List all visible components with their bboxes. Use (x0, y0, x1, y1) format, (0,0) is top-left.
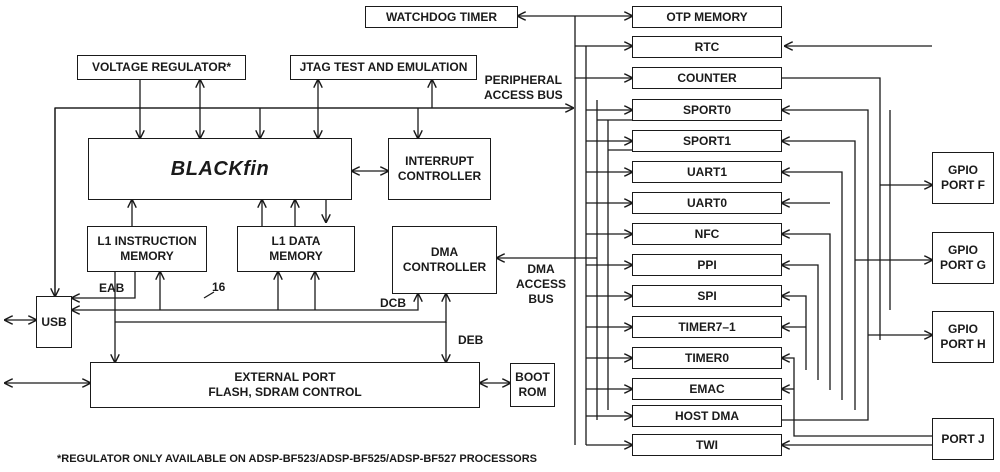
dma-controller-block: DMA CONTROLLER (392, 226, 497, 294)
peripheral-nfc: NFC (632, 223, 782, 245)
regulator-footnote: *REGULATOR ONLY AVAILABLE ON ADSP-BF523/… (57, 453, 538, 465)
rtc-block: RTC (632, 36, 782, 58)
dcb-label: DCB (380, 296, 406, 310)
peripheral-timer7-1: TIMER7–1 (632, 316, 782, 338)
blackfin-logo: BLACKfin (170, 157, 270, 180)
l1-data-memory-block: L1 DATA MEMORY (237, 226, 355, 272)
peripheral-host-dma: HOST DMA (632, 405, 782, 427)
watchdog-timer-block: WATCHDOG TIMER (365, 6, 518, 28)
peripheral-uart1: UART1 (632, 161, 782, 183)
port-j: PORT J (932, 418, 994, 460)
peripheral-access-bus-label: PERIPHERAL ACCESS BUS (484, 73, 563, 102)
eab-bus (72, 294, 418, 310)
eab-label: EAB (99, 281, 125, 295)
gpio-port-f: GPIO PORT F (932, 152, 994, 204)
peripheral-spi: SPI (632, 285, 782, 307)
blackfin-core-block: BLACKfin (88, 138, 352, 200)
otp-memory-block: OTP MEMORY (632, 6, 782, 28)
peripheral-timer0: TIMER0 (632, 347, 782, 369)
boot-rom-block: BOOT ROM (510, 363, 555, 407)
external-port-block: EXTERNAL PORT FLASH, SDRAM CONTROL (90, 362, 480, 408)
deb-label: DEB (458, 333, 484, 347)
peripheral-sport1: SPORT1 (632, 130, 782, 152)
counter-block: COUNTER (632, 67, 782, 89)
l1-instruction-memory-block: L1 INSTRUCTION MEMORY (87, 226, 207, 272)
peripheral-sport0: SPORT0 (632, 99, 782, 121)
usb-block: USB (36, 296, 72, 348)
peripheral-uart0: UART0 (632, 192, 782, 214)
dma-access-bus-label: DMA ACCESS BUS (516, 262, 567, 306)
gpio-port-g: GPIO PORT G (932, 232, 994, 284)
voltage-regulator-block: VOLTAGE REGULATOR* (77, 55, 246, 80)
jtag-block: JTAG TEST AND EMULATION (290, 55, 477, 80)
bus-width-label: 16 (212, 280, 226, 294)
peripheral-twi: TWI (632, 434, 782, 456)
interrupt-controller-block: INTERRUPT CONTROLLER (388, 138, 491, 200)
peripheral-emac: EMAC (632, 378, 782, 400)
gpio-port-h: GPIO PORT H (932, 311, 994, 363)
peripheral-ppi: PPI (632, 254, 782, 276)
